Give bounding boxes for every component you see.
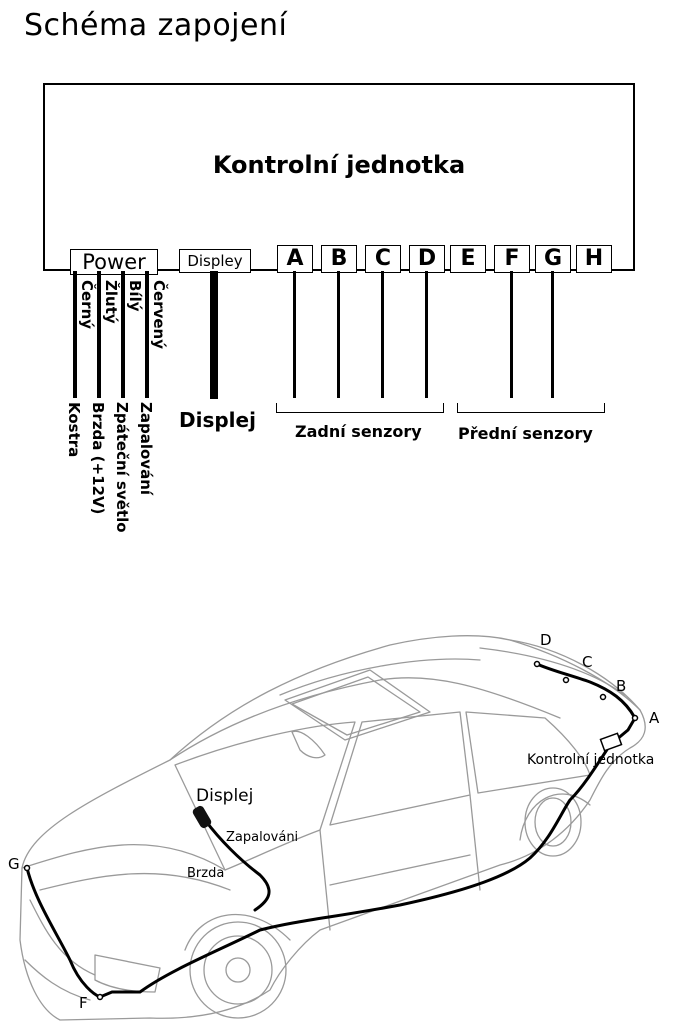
sensor-port-h: H	[576, 245, 612, 273]
wire-color-label: Bílý	[126, 280, 144, 312]
wire-color-label: Černý	[78, 280, 96, 330]
wire-red	[145, 271, 149, 398]
sensor-wire-a	[293, 271, 296, 398]
wire-function-label: Brzda (+12V)	[89, 402, 107, 515]
wire-black	[73, 271, 77, 398]
wire-color-label: Žlutý	[102, 280, 120, 324]
wire-yellow	[97, 271, 101, 398]
car-display-label: Displej	[196, 786, 254, 806]
front-sensors-bracket	[457, 403, 605, 413]
sensor-port-c: C	[365, 245, 401, 273]
sensor-wire-d	[425, 271, 428, 398]
wire-function-label: Zapalování	[137, 402, 155, 496]
car-brake-label: Brzda	[187, 866, 225, 881]
display-label: Displej	[179, 408, 256, 432]
sensor-port-f: F	[494, 245, 530, 273]
sensor-port-d: D	[409, 245, 445, 273]
wire-function-label: Kostra	[65, 402, 83, 458]
wire-function-label: Zpáteční světlo	[113, 402, 131, 533]
page-title: Schéma zapojení	[24, 8, 288, 43]
sensor-wire-g	[551, 271, 554, 398]
car-sensor-label-c: C	[582, 653, 593, 671]
car-illustration	[19, 635, 646, 1021]
display-cable	[210, 271, 218, 399]
car-ignition-label: Zapalováni	[226, 830, 299, 845]
wire-color-label: Červený	[150, 280, 168, 349]
control-unit-label: Kontrolní jednotka	[212, 151, 466, 179]
sensor-port-g: G	[535, 245, 571, 273]
car-sensor-label-b: B	[616, 677, 627, 695]
rear-sensors-label: Zadní senzory	[295, 422, 422, 441]
sensor-wire-c	[381, 271, 384, 398]
sensor-port-a: A	[277, 245, 313, 273]
control-unit-box: Kontrolní jednotka Power Displey A B C D…	[43, 83, 635, 275]
car-sensor-label-f: F	[79, 994, 88, 1012]
car-sensor-label-a: A	[649, 709, 660, 727]
sensor-wire-b	[337, 271, 340, 398]
wire-white	[121, 271, 125, 398]
power-port: Power	[70, 249, 158, 275]
car-sensor-label-g: G	[8, 855, 20, 873]
car-sensor-label-d: D	[540, 631, 552, 649]
rear-sensors-bracket	[276, 403, 444, 413]
sensor-port-e: E	[450, 245, 486, 273]
front-sensors-label: Přední senzory	[458, 424, 593, 443]
sensor-wire-f	[510, 271, 513, 398]
display-port: Displey	[179, 249, 251, 273]
car-control-unit-label: Kontrolní jednotka	[527, 752, 655, 768]
sensor-port-b: B	[321, 245, 357, 273]
